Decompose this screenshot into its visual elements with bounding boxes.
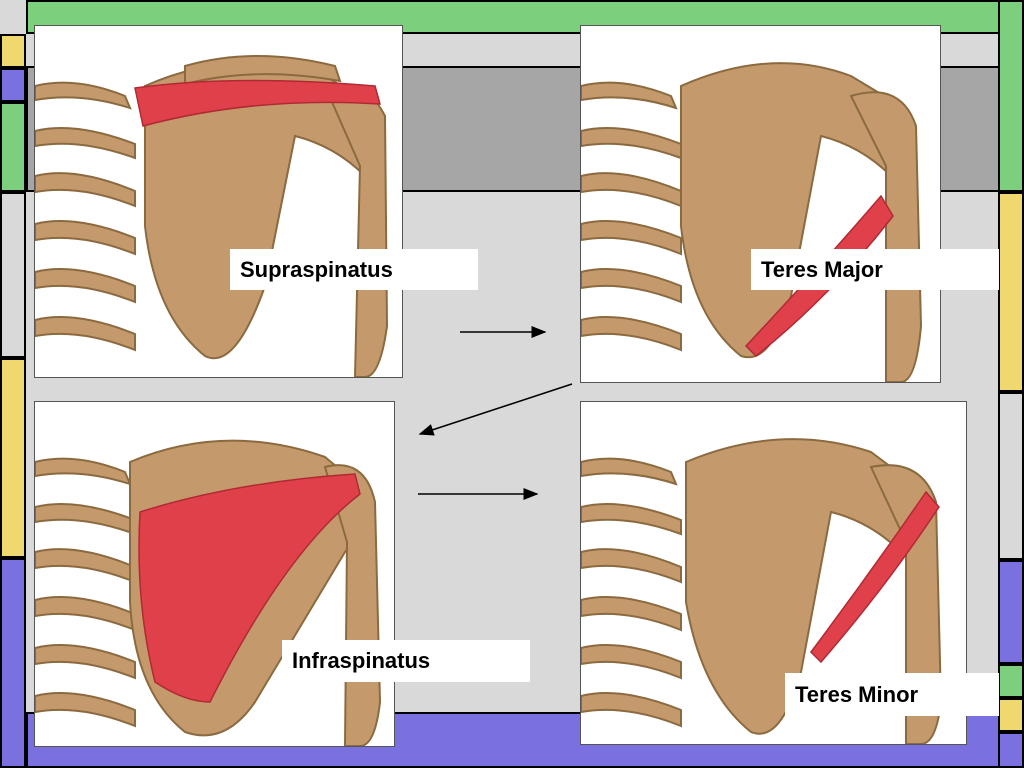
- label-teres-minor: Teres Minor: [785, 673, 999, 716]
- frame-left-blue-bottom: [0, 558, 26, 768]
- panel-infraspinatus: [34, 401, 395, 747]
- arrow-diagonal: [418, 383, 573, 436]
- frame-left-green: [0, 102, 26, 192]
- frame-right-green: [998, 0, 1024, 192]
- panel-supraspinatus: [34, 25, 403, 378]
- frame-right-green-small: [998, 664, 1024, 698]
- frame-right-blue-bottom: [998, 732, 1024, 768]
- label-infraspinatus: Infraspinatus: [282, 640, 530, 682]
- shoulder-supraspinatus-illustration: [35, 55, 389, 377]
- frame-left-yellow: [0, 358, 26, 558]
- frame-right-gray: [998, 392, 1024, 560]
- frame-left-blue-top: [0, 68, 26, 102]
- label-teres-major: Teres Major: [751, 249, 999, 290]
- frame-right-yellow-small: [998, 698, 1024, 732]
- label-supraspinatus: Supraspinatus: [230, 249, 478, 290]
- frame-right-blue: [998, 560, 1024, 664]
- frame-right-yellow: [998, 192, 1024, 392]
- frame-left-yellow-top: [0, 34, 26, 68]
- frame-left-gray: [0, 192, 26, 358]
